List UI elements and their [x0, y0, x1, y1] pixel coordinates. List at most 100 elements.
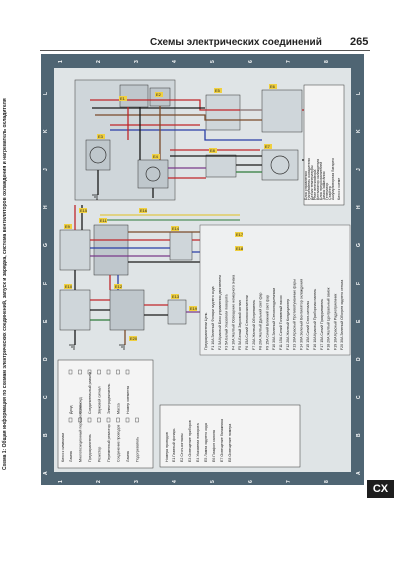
fuse-table-row: F18 20A Желтый Центральный замок	[327, 287, 331, 350]
grid-col-right-G: G	[356, 243, 362, 247]
section-badge: CX	[367, 480, 394, 498]
reference-label: E20	[130, 336, 138, 341]
reference-label: E4	[153, 154, 159, 159]
figure-caption: Схема 1: Общая информация по схемам элек…	[2, 98, 8, 470]
page-title: Схемы электрических соединений	[150, 37, 322, 48]
legend-item: Соединение проводов	[117, 425, 121, 462]
ignition-switch	[59, 229, 91, 271]
grid-col-right-C: C	[356, 395, 362, 399]
notes-item: E7 Освещение багажника	[220, 419, 224, 462]
notes-item: E6 Плафон салона	[212, 430, 216, 462]
legend-symbol	[97, 417, 101, 423]
grid-col-right-D: D	[356, 357, 362, 361]
reference-label: E16	[140, 208, 148, 213]
component-key-item: Блок управления	[304, 171, 308, 200]
reference-label: E13	[172, 294, 180, 299]
grid-col-right-E: E	[356, 319, 362, 323]
notes-item: E2 Стоп-сигналы	[180, 433, 184, 462]
fuse-table-row: F15 15A Синий Стоп-сигналы	[306, 300, 310, 350]
grid-row-bottom-5: 5	[210, 480, 216, 483]
reference-label: E1	[120, 96, 126, 101]
temp-sensor	[167, 299, 187, 325]
grid-row-top-5: 5	[210, 60, 216, 63]
fuse-table-row: F12 20A Желтый Кондиционер	[286, 299, 290, 350]
reference-tag	[189, 306, 197, 311]
grid-col-left-D: D	[43, 357, 49, 361]
component-key-title: Ключ к схеме	[337, 178, 341, 200]
reference-tag	[97, 134, 105, 139]
grid-row-top-2: 2	[96, 60, 102, 63]
legend-item: Соленоид	[79, 396, 83, 414]
grid-row-bottom-1: 1	[58, 480, 64, 483]
notes-item: E5 Лампа заднего хода	[204, 423, 208, 462]
legend-symbol	[135, 417, 139, 423]
fuse-table-row: F2 5A Красный Блок управления двигателем	[218, 275, 222, 350]
legend-item: Электродвигатель	[107, 384, 111, 414]
fuse-table-row: F7 20A Желтый Обогреватель	[252, 300, 256, 350]
legend-item: Подогреватель	[136, 437, 140, 462]
grid-col-left-B: B	[43, 433, 49, 437]
fuse-table-row: F19 10A Красный Радиоприемник	[333, 293, 337, 350]
reference-label: E10	[65, 284, 73, 289]
legend-item: Масса	[117, 403, 121, 414]
grid-row-bottom-7: 7	[286, 480, 292, 483]
fuse-table-row: F8 20A Желтый Дальний свет фар	[259, 293, 263, 350]
grid-col-left-C: C	[43, 395, 49, 399]
legend-item: Предохранитель	[88, 434, 92, 462]
reference-tag	[235, 232, 243, 237]
reference-tag	[171, 226, 179, 231]
grid-row-bottom-2: 2	[96, 480, 102, 483]
component-key-item: Замок зажигания	[322, 172, 326, 200]
reference-label: E19	[190, 306, 198, 311]
reference-label: E6	[270, 84, 276, 89]
component-key-item: Стартер	[328, 186, 332, 200]
legend-symbol	[116, 417, 120, 423]
legend-item: Резистор	[98, 447, 102, 462]
component-key-item: Вентилятор охлаждения	[316, 159, 320, 200]
fan-relay-block	[205, 94, 241, 131]
reference-tag	[264, 144, 272, 149]
legend-item: Соединительный разъем	[88, 372, 92, 414]
grid-row-top-1: 1	[58, 60, 64, 63]
reference-label: E2	[156, 92, 162, 97]
component-key-item: Реле вентилятора	[313, 170, 317, 200]
grid-col-right-A: A	[356, 471, 362, 475]
grid-col-left-K: K	[43, 129, 49, 133]
component-key-item: Генератор	[325, 183, 329, 200]
notes-item: E8 Освещение номера	[228, 424, 232, 462]
grid-col-right-B: B	[356, 433, 362, 437]
notes-item: E1 Главный фонарь	[172, 428, 176, 462]
reference-tag	[235, 246, 243, 251]
reference-label: E9	[65, 224, 71, 229]
starter-symbol	[145, 166, 161, 182]
upper-component-block	[74, 79, 303, 201]
fuse-table-row: F17 15A Синий Прикуриватель	[320, 299, 324, 350]
grid-col-left-J: J	[43, 168, 49, 171]
legend-item: Диод	[69, 405, 73, 414]
header-rule	[40, 50, 370, 51]
fuse-table-header: Предохранители Цепь	[204, 312, 208, 350]
fuse-table-row: F10 30A Зеленый Стеклоподъемники	[272, 288, 276, 350]
ground-symbols	[69, 194, 125, 350]
fan-relay-2	[169, 231, 193, 261]
reference-label: E8	[210, 148, 216, 153]
notes-title: Номера проводов	[165, 432, 169, 462]
grid-col-right-F: F	[356, 282, 362, 285]
fuse-table-row: F5 5A Белый Звуковой сигнал	[238, 300, 242, 350]
component-key-item: Нагреватель охладителя	[307, 158, 311, 200]
grid-col-right-L: L	[356, 92, 362, 95]
legend-symbol	[125, 417, 130, 423]
reference-tag	[139, 208, 147, 213]
fuse-table-row: F16 10A Красный Приборная панель	[313, 289, 317, 350]
legend-item: Звуковой сигнал	[98, 387, 102, 414]
reference-tag	[129, 336, 137, 341]
grid-col-left-A: A	[43, 471, 49, 475]
battery-block	[261, 89, 303, 133]
fuse-table-row: F4 10A Желтый Освещение номерного знака	[231, 275, 235, 350]
grid-col-left-E: E	[43, 319, 49, 323]
fuse-table-row: F13 10A Красный Противотуманные фары	[293, 279, 297, 350]
alternator-symbol	[89, 146, 107, 164]
legend-symbol	[68, 417, 73, 423]
